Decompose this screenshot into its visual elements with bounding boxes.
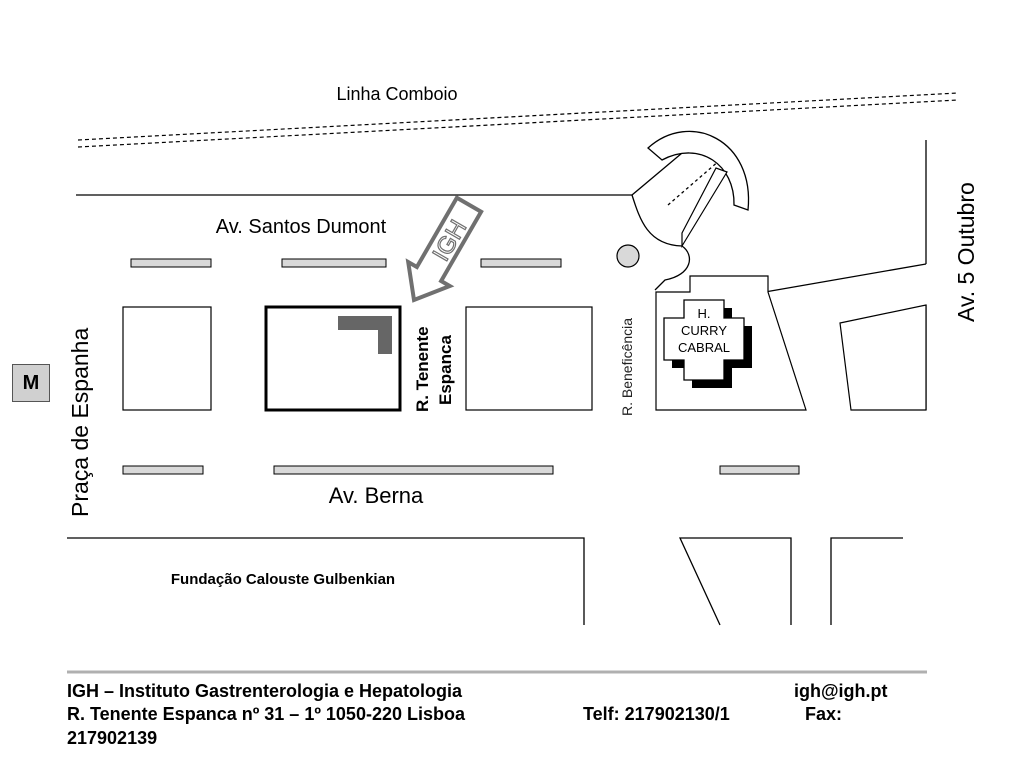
block-3	[465, 306, 593, 411]
block-1	[122, 306, 212, 411]
railway-line	[77, 92, 959, 148]
santos-dumont-road	[76, 147, 721, 291]
roundabout-bridge	[647, 130, 750, 211]
city-blocks-middle	[122, 275, 927, 412]
igh-arrow: IGH	[405, 195, 484, 303]
street-beneficencia: R. Beneficência	[619, 318, 635, 416]
hospital-label-2: CURRY	[681, 323, 727, 338]
footer-fax-number: 217902139	[67, 728, 158, 748]
bottom-roads	[67, 537, 903, 626]
street-tenente-espanca-line1: R. Tenente	[413, 326, 432, 412]
hospital-curry-cabral: H. CURRY CABRAL	[663, 299, 752, 388]
hospital-label-1: H.	[698, 306, 711, 321]
block-east	[839, 304, 927, 411]
footer-address: R. Tenente Espanca nº 31 – 1º 1050-220 L…	[67, 704, 465, 724]
footer-org: IGH – Instituto Gastrenterologia e Hepat…	[67, 681, 463, 701]
railway-label: Linha Comboio	[336, 84, 457, 104]
metro-label: M	[22, 371, 40, 394]
metro-station-sign: M	[12, 364, 50, 402]
pedestrian-crossings-bottom	[122, 465, 800, 475]
footer-fax-label: Fax:	[805, 704, 843, 724]
footer-email[interactable]: igh@igh.pt	[794, 681, 888, 701]
street-tenente-espanca-line2: Espanca	[436, 335, 455, 405]
landmark-gulbenkian: Fundação Calouste Gulbenkian	[171, 571, 395, 588]
street-santos-dumont: Av. Santos Dumont	[216, 216, 387, 238]
street-berna: Av. Berna	[329, 483, 424, 508]
roundabout-ramp	[681, 167, 728, 249]
igh-building-marker	[338, 316, 392, 354]
footer-phone: Telf: 217902130/1	[583, 704, 730, 724]
roundabout-circle	[616, 244, 640, 268]
street-praca-espanha: Praça de Espanha	[67, 328, 93, 517]
street-cinco-outubro: Av. 5 Outubro	[953, 182, 979, 322]
hospital-label-3: CABRAL	[678, 340, 730, 355]
pedestrian-crossings-top	[130, 258, 562, 268]
